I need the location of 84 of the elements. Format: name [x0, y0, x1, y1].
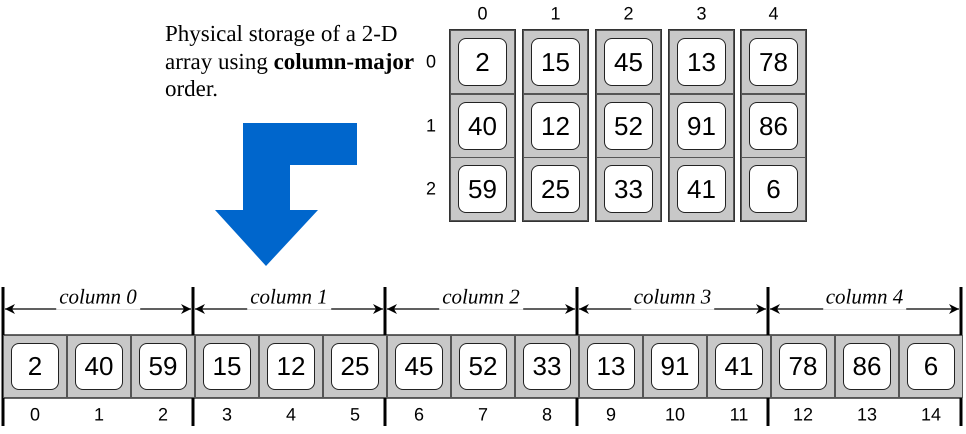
- array-cell: [195, 335, 259, 398]
- array-cell: [523, 30, 588, 94]
- array-cell: [596, 94, 661, 158]
- element-value: 52: [459, 343, 507, 390]
- array-cell: [131, 335, 195, 398]
- element-value: 15: [203, 343, 251, 390]
- array-index: 0: [30, 404, 40, 426]
- array-cell: [3, 335, 67, 398]
- array-index: 5: [350, 404, 360, 426]
- element-value: 6: [907, 343, 955, 390]
- element-value: 45: [604, 38, 653, 86]
- array-cell: [835, 335, 899, 398]
- element-value: 86: [843, 343, 891, 390]
- array-index: 10: [664, 404, 686, 426]
- array-index: 6: [414, 404, 424, 426]
- element-value: 25: [531, 165, 580, 213]
- array-index: 12: [792, 404, 814, 426]
- column-index: 0: [478, 4, 488, 24]
- element-value: 45: [395, 343, 443, 390]
- column-index: 2: [624, 4, 634, 24]
- element-value: 13: [587, 343, 635, 390]
- column-index: 3: [696, 4, 706, 24]
- array-cell: [741, 94, 806, 158]
- element-value: 2: [458, 38, 507, 86]
- array-cell: [523, 94, 588, 158]
- array-cell: [323, 335, 387, 398]
- array-index: 3: [222, 404, 232, 426]
- element-value: 2: [11, 343, 59, 390]
- element-value: 13: [677, 38, 726, 86]
- array-cell: [741, 30, 806, 94]
- element-value: 41: [715, 343, 763, 390]
- array-cell: [259, 335, 323, 398]
- array-index: 14: [920, 404, 942, 426]
- array-cell: [450, 157, 515, 221]
- array-index: 8: [542, 404, 552, 426]
- caption-text: Physical storage of a 2-D array using column-major order.: [165, 20, 416, 103]
- array-index: 4: [286, 404, 296, 426]
- array-cell: [707, 335, 771, 398]
- column-index: 1: [550, 4, 560, 24]
- element-value: 40: [75, 343, 123, 390]
- array-cell: [579, 335, 643, 398]
- array-cell: [669, 30, 734, 94]
- array-cell: [771, 335, 835, 398]
- array-cell: [899, 335, 963, 398]
- element-value: 52: [604, 102, 653, 150]
- array-cell: [451, 335, 515, 398]
- array-cell: [643, 335, 707, 398]
- element-value: 59: [139, 343, 187, 390]
- element-value: 12: [267, 343, 315, 390]
- row-index: 0: [426, 52, 436, 72]
- array-cell: [741, 157, 806, 221]
- element-value: 25: [331, 343, 379, 390]
- element-value: 33: [523, 343, 571, 390]
- element-value: 12: [531, 102, 580, 150]
- array-index: 13: [856, 404, 878, 426]
- array-cell: [669, 157, 734, 221]
- array-cell: [387, 335, 451, 398]
- element-value: 91: [651, 343, 699, 390]
- array-cell: [523, 157, 588, 221]
- element-value: 41: [677, 165, 726, 213]
- array-cell: [67, 335, 131, 398]
- array-index: 7: [478, 404, 488, 426]
- element-value: 15: [531, 38, 580, 86]
- element-value: 78: [749, 38, 798, 86]
- array-cell: [450, 30, 515, 94]
- element-value: 59: [458, 165, 507, 213]
- element-value: 40: [458, 102, 507, 150]
- element-value: 91: [677, 102, 726, 150]
- array-index: 11: [730, 404, 748, 426]
- element-value: 33: [604, 165, 653, 213]
- array-index: 2: [158, 404, 168, 426]
- array-index: 1: [94, 404, 104, 426]
- row-index: 1: [426, 116, 436, 136]
- array-index: 9: [606, 404, 616, 426]
- array-cell: [596, 157, 661, 221]
- array-cell: [669, 94, 734, 158]
- array-cell: [596, 30, 661, 94]
- column-index: 4: [768, 4, 778, 24]
- element-value: 78: [779, 343, 827, 390]
- element-value: 86: [749, 102, 798, 150]
- element-value: 6: [749, 165, 798, 213]
- array-cell: [450, 94, 515, 158]
- array-cell: [515, 335, 579, 398]
- row-index: 2: [426, 178, 436, 200]
